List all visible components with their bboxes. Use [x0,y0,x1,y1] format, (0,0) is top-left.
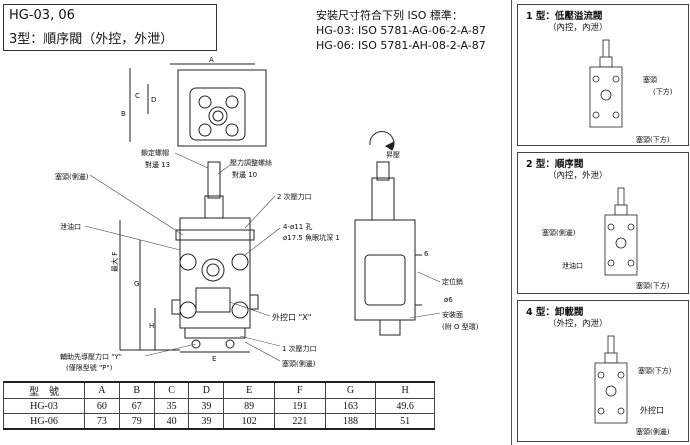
type-title: 3型：順序閥（外控，外泄） [9,32,174,47]
table-cell: HG-06 [3,413,85,430]
adjust-screw-label: 壓力調整螺絲 [230,159,272,167]
type1-plug-bottom-label: 塞頭(下方) [636,136,670,144]
dim-label-6: 6 [424,250,429,258]
type4-subtitle: （外控，內泄） [548,319,608,329]
counterbore-label: ø17.5 魚眼坑深 1 [283,234,340,242]
table-cell: 188 [324,413,377,430]
table-cell: 67 [118,398,155,414]
type2-diagram [604,187,638,276]
iso-block: 安裝尺寸符合下列 ISO 標準： HG-03: ISO 5781-AG-06-2… [316,8,506,53]
type4-title: 4 型：卸載閥 [526,307,584,318]
col-header-g: G [324,381,377,399]
aux-pilot-label: 輔助先導壓力口 "Y" [60,353,122,361]
table-cell: 60 [84,398,120,414]
type1-diagram [589,39,623,128]
type1-panel: 1 型：低壓溢流閥 （內控，內泄） 塞頭 (下方) 塞頭(下方) [517,4,689,146]
table-cell: 49.6 [375,398,435,414]
column-divider [511,0,512,445]
table-cell: 79 [118,413,155,430]
port2-label: 2 次壓力口 [277,193,312,201]
table-cell: 39 [188,398,225,414]
front-view-body [179,217,251,329]
table-cell: 51 [375,413,435,430]
pin-label: 定位銷 [442,278,463,286]
table-header-row: 型 號 A B C D E F G H [3,381,435,399]
table-cell: HG-03 [3,398,85,414]
adjust-stem [207,161,221,199]
type2-drain-label: 泄油口 [562,262,583,270]
type4-plug-side-label: 塞頭(側邊) [636,428,670,436]
table-cell: 163 [324,398,377,414]
col-header-f: F [273,381,326,399]
iso-line-3: HG-06: ISO 5781-AH-08-2-A-87 [316,39,486,52]
opp10-label: 對邊 10 [232,171,258,179]
title-box: HG-03, 06 3型：順序閥（外控，外泄） [3,4,217,51]
type2-plug-bottom-label: 塞頭(下方) [636,282,670,290]
rotate-label: 昇壓 [386,151,400,159]
table-cell: 73 [84,413,120,430]
dimension-table: 型 號 A B C D E F G H HG-03 60 67 35 39 89… [3,381,435,430]
model-title: HG-03, 06 [9,8,75,23]
dim-label-d: D [151,96,157,104]
ext-pilot-label: 外控口 "X" [272,313,312,322]
opp13-label: 對邊 13 [145,161,171,169]
dim-label-f: 最大 F [111,251,119,272]
dim-label-g: G [134,280,140,288]
type4-diagram [594,335,628,424]
valve-drawing [84,63,441,362]
type4-ext-pilot-label: 外控口 [640,406,664,415]
dim-label-a: A [209,56,214,64]
pin-dia-label: ø6 [444,296,453,304]
type4-plug-bottom-label: 塞頭(下方) [638,367,672,375]
table-cell: 102 [223,413,275,430]
table-cell: 221 [273,413,326,430]
col-header-d: D [188,381,225,399]
type2-panel: 2 型：順序閥 （內控，外泄） 塞頭(側邊) 泄油口 塞頭(下方) [517,152,689,294]
col-header-a: A [84,381,120,399]
type2-plug-side-label: 塞頭(側邊) [542,229,576,237]
table-row: HG-06 73 79 40 39 102 221 188 51 [3,413,435,430]
mount-face-label: 安裝面 [442,311,463,319]
plug-side-label: 塞頭(側邊) [55,173,89,181]
col-header-b: B [118,381,155,399]
oring-label: (附 O 型環) [442,323,479,331]
dim-label-b: B [121,110,126,118]
iso-line-1: 安裝尺寸符合下列 ISO 標準： [316,9,463,22]
aux-pilot-note: (僅限型號 "P") [66,364,113,372]
type1-subtitle: （內控，內泄） [548,23,608,33]
table-cell: 40 [153,413,190,430]
type2-subtitle: （內控，外泄） [548,171,608,181]
holes-label: 4-ø11 孔 [283,223,313,231]
type1-title: 1 型：低壓溢流閥 [526,11,603,22]
type1-bottom-label: (下方) [653,88,673,96]
type1-plug-label: 塞頭 [643,76,657,84]
type2-title: 2 型：順序閥 [526,159,584,170]
col-header-c: C [153,381,190,399]
iso-line-2: HG-03: ISO 5781-AG-06-2-A-87 [316,24,486,37]
table-cell: 35 [153,398,190,414]
type4-panel: 4 型：卸載閥 （外控，內泄） 塞頭(下方) 外控口 塞頭(側邊) [517,300,689,442]
table-cell: 39 [188,413,225,430]
col-header-e: E [223,381,275,399]
col-header-h: H [375,381,435,399]
dim-label-c: C [135,92,140,100]
port1-label: 1 次壓力口 [282,345,317,353]
drain-label: 泄油口 [60,223,81,231]
col-header-model: 型 號 [3,381,85,399]
dim-label-h: H [149,322,155,330]
dim-label-e: E [212,355,217,363]
table-row: HG-03 60 67 35 39 89 191 163 49.6 [3,398,435,414]
plug-side-label-2: 塞頭(側邊) [282,360,316,368]
table-cell: 89 [223,398,275,414]
lock-nut-label: 鎖定螺帽 [141,149,169,157]
table-cell: 191 [273,398,326,414]
